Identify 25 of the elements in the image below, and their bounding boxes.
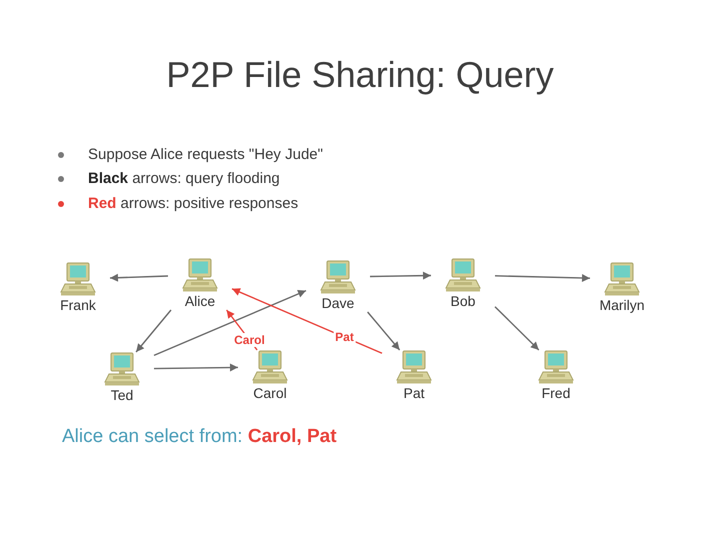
node-label: Ted (110, 386, 134, 404)
arrow (494, 274, 590, 282)
bullet-text: Suppose Alice requests "Hey Jude" (88, 145, 323, 165)
node-label: Fred (542, 384, 570, 402)
arrow (136, 310, 172, 352)
arrow (370, 272, 432, 280)
node-label: Dave (322, 294, 354, 312)
bullet-text: Red arrows: positive responses (88, 194, 298, 214)
arrow (232, 288, 382, 354)
arrow (367, 312, 400, 350)
title: P2P File Sharing: Query (165, 53, 555, 97)
arrow (154, 364, 238, 372)
edge-label: Pat (333, 330, 356, 344)
bullet-text: Black arrows: query flooding (88, 169, 280, 189)
node-label: Carol (253, 384, 287, 402)
arrow (110, 274, 168, 282)
node-label: Bob (450, 292, 476, 310)
node-label: Alice (184, 292, 216, 310)
note-text: Alice can select from: Carol, Pat (62, 425, 337, 449)
arrow (494, 306, 540, 350)
edge-label: Carol (232, 333, 267, 347)
arrow (154, 290, 306, 356)
node-label: Pat (403, 384, 424, 402)
node-label: Marilyn (599, 296, 645, 314)
node-label: Frank (60, 296, 96, 314)
